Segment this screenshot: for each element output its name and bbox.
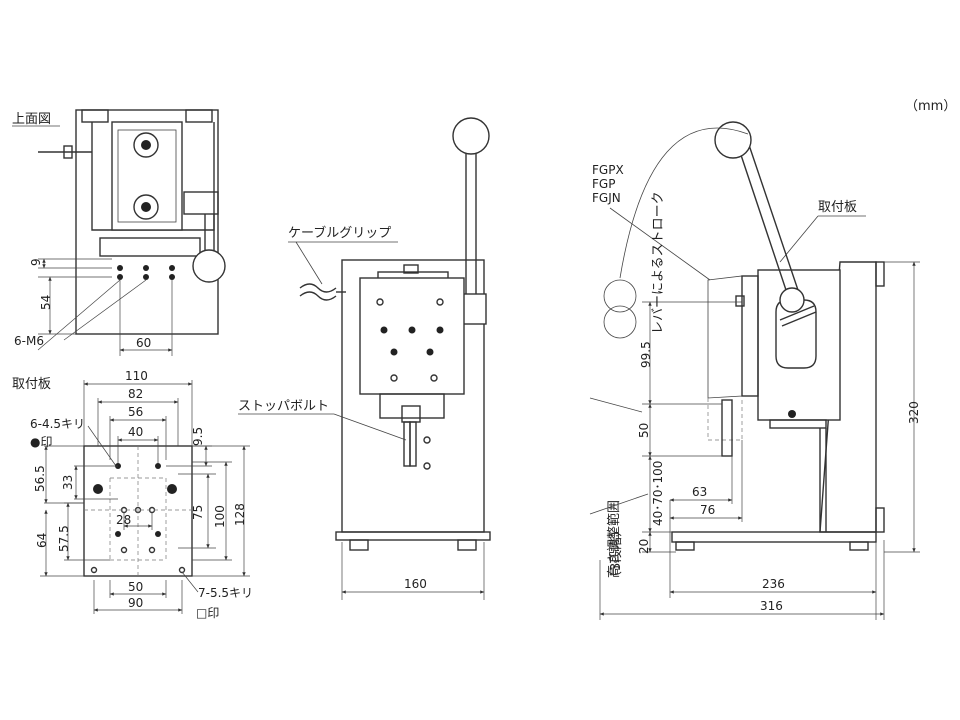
dim-56: 56: [128, 405, 143, 419]
dim-63: 63: [692, 485, 707, 499]
front-view: ケーブルグリップ ストッパボルト 160: [238, 117, 491, 600]
dim-20: 20: [637, 539, 651, 554]
dim-128: 128: [233, 503, 247, 526]
dim-316: 316: [760, 599, 783, 613]
gauge-fgjn: FGJN: [592, 191, 621, 205]
top-view: 上面図 9 54 60 6-M6: [12, 109, 226, 356]
dim-99-5: 99.5: [639, 341, 653, 368]
dim-40-70-100: 40･70･100: [651, 461, 665, 526]
dim-56-5: 56.5: [33, 465, 47, 492]
dim-33: 33: [61, 475, 75, 490]
height-steps-label: （3段階）: [609, 524, 624, 584]
dim-28: 28: [116, 513, 131, 527]
lever-stroke-label: レバーによるストローク: [651, 191, 666, 334]
mounting-plate-view: 取付板 110 82 56 40 6-4.5キリ ●印 9.5 7: [12, 369, 253, 620]
top-view-title: 上面図: [12, 112, 51, 127]
dim-9: 9: [29, 258, 43, 266]
dim-76: 76: [700, 503, 715, 517]
dim-82: 82: [128, 387, 143, 401]
plate-label-side: 取付板: [818, 200, 857, 215]
dim-54: 54: [39, 295, 53, 310]
dim-9-5: 9.5: [191, 427, 205, 446]
dim-60: 60: [136, 336, 151, 350]
dim-75: 75: [191, 505, 205, 520]
dim-320: 320: [907, 401, 921, 424]
stopper-bolt-label: ストッパボルト: [238, 399, 329, 414]
mark-filled-dot: ●印: [30, 435, 52, 449]
unit-label: （mm）: [905, 99, 956, 114]
mark-square: □印: [196, 606, 219, 620]
gauge-fgpx: FGPX: [592, 163, 624, 177]
dim-160: 160: [404, 577, 427, 591]
dim-100: 100: [213, 505, 227, 528]
dim-50: 50: [128, 580, 143, 594]
dim-57-5: 57.5: [57, 525, 71, 552]
dim-50-side: 50: [637, 423, 651, 438]
holes-7-5-5: 7-5.5キリ: [198, 586, 253, 600]
dim-64: 64: [35, 533, 49, 548]
dim-40: 40: [128, 425, 143, 439]
dim-236: 236: [762, 577, 785, 591]
holes-6-m6: 6-M6: [14, 334, 44, 348]
cable-grip-label: ケーブルグリップ: [288, 225, 391, 241]
holes-6-4-5: 6-4.5キリ: [30, 417, 85, 431]
height-range-label: 高さ調整範囲: [606, 500, 622, 578]
gauge-fgp: FGP: [592, 177, 615, 191]
dim-110: 110: [125, 369, 148, 383]
dim-90: 90: [128, 596, 143, 610]
plate-title: 取付板: [12, 377, 51, 392]
side-view: FGPX FGP FGJN 取付板 99.5: [589, 121, 921, 620]
